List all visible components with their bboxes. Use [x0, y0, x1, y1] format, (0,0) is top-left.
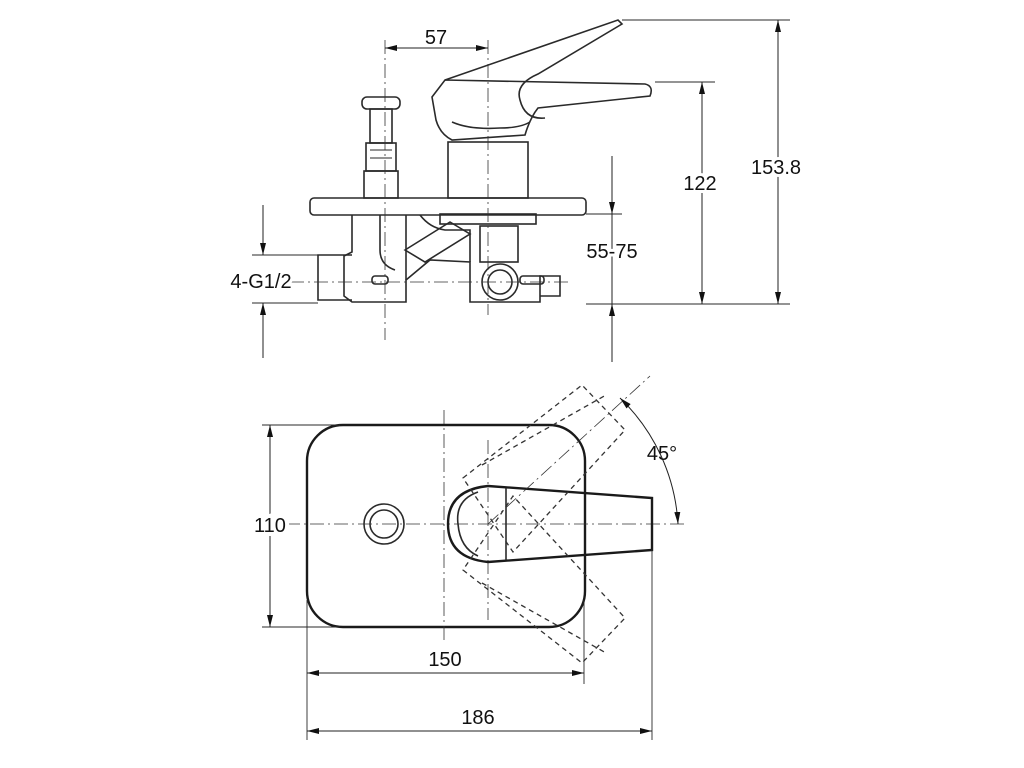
dimension-57: 57: [385, 27, 488, 51]
dim-122-label: 122: [683, 173, 716, 195]
lever-handle: [431, 19, 652, 199]
dim-186-label: 186: [461, 707, 494, 729]
dimension-122: 122: [586, 81, 790, 305]
dimension-186: 186: [307, 550, 653, 740]
dimension-153-8: 153.8: [622, 19, 804, 304]
dimension-110: 110: [250, 424, 340, 628]
dimension-150: 150: [306, 600, 585, 740]
dim-57-label: 57: [425, 27, 447, 49]
lever-top-solid: [446, 484, 654, 564]
dimension-45-degree: 45°: [487, 375, 681, 525]
dim-45-label: 45°: [647, 443, 677, 465]
dim-thread-label: 4-G1/2: [230, 271, 291, 293]
side-view: 57 122 153.8 55-75 4-: [227, 19, 804, 362]
cover-plate: [309, 197, 587, 216]
dim-110-label: 110: [254, 515, 286, 537]
dim-153-8-label: 153.8: [751, 157, 801, 179]
dim-150-label: 150: [428, 649, 461, 671]
dim-55-75-label: 55-75: [586, 241, 637, 263]
dimension-55-75: 55-75: [583, 156, 641, 362]
dimension-thread: 4-G1/2: [227, 205, 318, 358]
lever-top-rotated-dashed: [462, 384, 626, 664]
plate-outline: [305, 423, 587, 629]
top-view: 45° 110 150 186: [250, 375, 688, 740]
diverter-knob: [361, 96, 401, 199]
valve-body: [317, 213, 561, 303]
